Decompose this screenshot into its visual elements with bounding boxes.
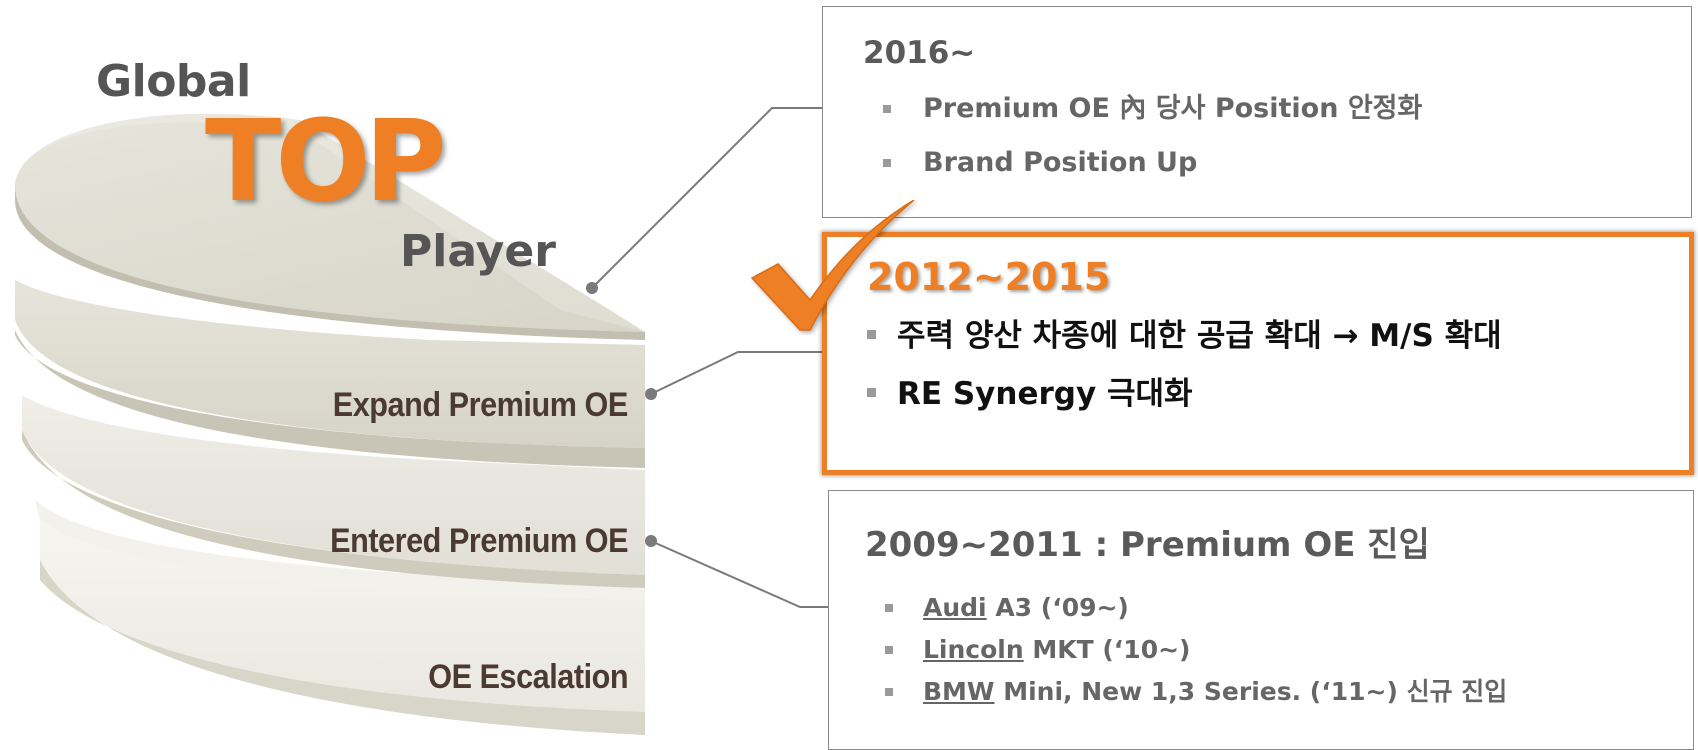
layer-label-expand: Expand Premium OE — [332, 386, 628, 424]
box-2012-highlighted: 2012~2015 주력 양산 차종에 대한 공급 확대 → M/S 확대 RE… — [822, 232, 1694, 475]
connector-line-2016 — [591, 107, 826, 289]
tier-expand-premium-oe — [15, 280, 645, 468]
box-2016-bullets: Premium OE 內 당사 Position 안정화 Brand Posit… — [883, 89, 1422, 197]
bullet-text: A3 (‘09~) — [986, 593, 1129, 622]
bullet-square-icon — [883, 159, 891, 167]
list-item: Brand Position Up — [883, 143, 1422, 197]
box-2016-heading: 2016~ — [863, 35, 976, 71]
list-item: RE Synergy 극대화 — [867, 371, 1502, 429]
tier-oe-escalation — [35, 500, 645, 735]
box-2009-heading: 2009~2011 : Premium OE 진입 — [865, 525, 1430, 565]
bullet-square-icon — [867, 330, 876, 339]
connector-line-2009 — [650, 540, 830, 608]
title-global: Global — [96, 56, 251, 107]
connector-line-2012 — [650, 351, 826, 395]
list-item: BMW Mini, New 1,3 Series. (‘11~) 신규 진입 — [885, 675, 1507, 717]
bullet-square-icon — [883, 105, 891, 113]
bullet-text: Premium OE 內 당사 Position 안정화 — [923, 93, 1423, 124]
layer-label-oe-escalation: OE Escalation — [428, 658, 628, 696]
box-2009-bullets: Audi A3 (‘09~) Lincoln MKT (‘10~) BMW Mi… — [885, 591, 1507, 717]
bullet-text: Brand Position Up — [923, 147, 1198, 178]
list-item: 주력 양산 차종에 대한 공급 확대 → M/S 확대 — [867, 313, 1502, 371]
bullet-text: 주력 양산 차종에 대한 공급 확대 → M/S 확대 — [897, 318, 1502, 354]
list-item: Audi A3 (‘09~) — [885, 591, 1507, 633]
bullet-square-icon — [885, 688, 893, 696]
layer-label-entered: Entered Premium OE — [330, 522, 628, 560]
title-player: Player — [400, 226, 556, 277]
box-2009: 2009~2011 : Premium OE 진입 Audi A3 (‘09~)… — [828, 490, 1694, 750]
box-2012-heading: 2012~2015 — [867, 255, 1111, 299]
checkmark-icon — [750, 200, 915, 331]
bullet-square-icon — [885, 604, 893, 612]
tier-entered-premium-oe — [22, 395, 645, 588]
list-item: Premium OE 內 당사 Position 안정화 — [883, 89, 1422, 143]
bullet-text: MKT (‘10~) — [1023, 635, 1191, 664]
bullet-text: Mini, New 1,3 Series. (‘11~) 신규 진입 — [994, 677, 1508, 706]
bullet-text: RE Synergy 극대화 — [897, 376, 1193, 412]
box-2016: 2016~ Premium OE 內 당사 Position 안정화 Brand… — [822, 6, 1692, 218]
box-2012-bullets: 주력 양산 차종에 대한 공급 확대 → M/S 확대 RE Synergy 극… — [867, 313, 1502, 429]
brand-name: Lincoln — [923, 635, 1024, 664]
tier-top — [15, 113, 645, 340]
brand-name: BMW — [923, 677, 995, 706]
bullet-square-icon — [885, 646, 893, 654]
layered-stack-graphic — [15, 113, 657, 735]
list-item: Lincoln MKT (‘10~) — [885, 633, 1507, 675]
title-top: TOP — [205, 97, 447, 227]
bullet-square-icon — [867, 388, 876, 397]
brand-name: Audi — [923, 593, 987, 622]
